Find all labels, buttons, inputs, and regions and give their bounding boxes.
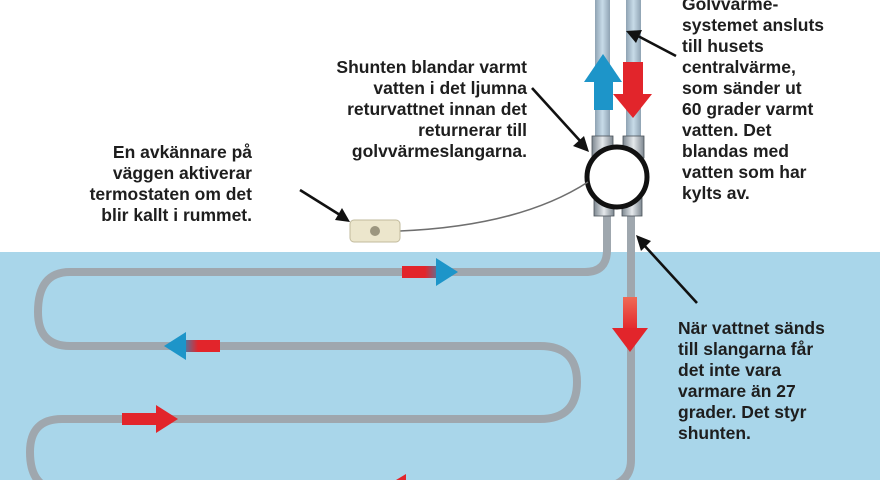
flow-arrow-bottom-partial (396, 474, 406, 480)
callout-line: golvvärmeslangarna. (351, 141, 527, 161)
callout-line: termostaten om det (89, 184, 252, 204)
floor-heating-hose (26, 211, 611, 480)
callout-line: vatten. Det (682, 120, 772, 140)
outlet-hose (615, 211, 635, 480)
hot-arrow-down (613, 62, 652, 118)
sensor-wire (399, 181, 589, 232)
flow-arrow-right-bottom (122, 405, 178, 433)
callout-line: returnerar till (418, 120, 527, 140)
callout-line: Shunten blandar varmt (336, 57, 527, 77)
flow-arrow-down-outlet (612, 297, 648, 352)
callout-line: till husets (682, 36, 764, 56)
callout-line: väggen aktiverar (112, 163, 252, 183)
return-arrow-up (584, 54, 622, 110)
shunt-valve (584, 144, 650, 210)
pointer-outlet (636, 235, 698, 304)
callout-line: systemet ansluts (682, 15, 825, 35)
pointer-sensor (299, 188, 350, 222)
callout-line: som sänder ut (682, 78, 802, 98)
callout-line: vatten i det ljumna (373, 78, 527, 98)
callout-line: varmare än 27 (678, 381, 796, 401)
callout-line: det inte vara (678, 360, 782, 380)
callout-line: centralvärme, (682, 57, 796, 77)
callout-line: till slangarna får (678, 339, 814, 359)
wall-sensor (349, 219, 401, 243)
flow-arrow-right-top (402, 258, 458, 286)
callout-line: vatten som har (682, 162, 807, 182)
callout-line: När vattnet sänds (678, 318, 825, 338)
callout-line: blir kallt i rummet. (101, 205, 252, 225)
callout-line: grader. Det styr (678, 402, 807, 422)
pointer-shunt (531, 87, 589, 152)
callout-line: 60 grader varmt (682, 99, 814, 119)
callout-line: blandas med (682, 141, 789, 161)
pointer-system (626, 30, 677, 58)
callout-line: Golvvärme- (682, 0, 779, 14)
callout-line: En avkännare på (112, 142, 252, 162)
callout-line: returvattnet innan det (347, 99, 527, 119)
flow-arrow-left-middle (164, 332, 220, 360)
callout-line: kylts av. (682, 183, 750, 203)
callout-line: shunten. (678, 423, 751, 443)
floor-area (0, 252, 880, 480)
